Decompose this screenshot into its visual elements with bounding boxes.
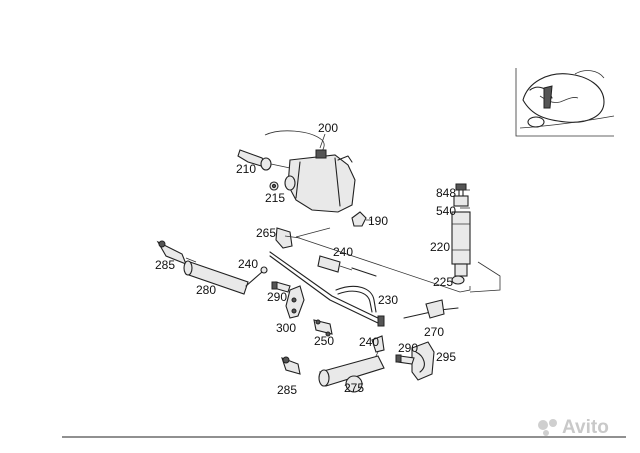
callout-285-upper: 285 xyxy=(155,258,175,272)
callout-230: 230 xyxy=(378,293,398,307)
callout-240-left: 240 xyxy=(238,257,258,271)
clip-270 xyxy=(403,299,459,319)
headlamp-washer-cylinder-lower xyxy=(318,355,385,393)
bracket-295 xyxy=(411,341,435,381)
callout-540: 540 xyxy=(436,204,456,218)
callout-240-lower: 240 xyxy=(359,335,379,349)
watermark-dot-icon xyxy=(543,430,549,436)
callout-295: 295 xyxy=(436,350,456,364)
callout-848: 848 xyxy=(436,186,456,200)
callout-215: 215 xyxy=(265,191,285,205)
leader-200 xyxy=(319,133,326,149)
callout-285-lower: 285 xyxy=(277,383,297,397)
reservoir-cap xyxy=(351,211,372,227)
callout-275: 275 xyxy=(344,381,364,395)
headlamp-washer-cylinder-right xyxy=(451,183,471,285)
watermark-dot-icon xyxy=(549,419,557,427)
grommet xyxy=(269,181,279,191)
bolt-290-left xyxy=(271,281,291,293)
watermark: Avito xyxy=(538,417,609,438)
callout-250: 250 xyxy=(314,334,334,348)
callout-290-right: 290 xyxy=(398,341,418,355)
washer-reservoir xyxy=(264,130,356,213)
inset-locator-view xyxy=(515,68,615,137)
callout-265: 265 xyxy=(256,226,276,240)
watermark-text: Avito xyxy=(562,417,609,438)
leaders-right xyxy=(460,189,470,209)
washer-pump xyxy=(237,149,291,171)
bracket-300 xyxy=(285,285,305,319)
callout-210: 210 xyxy=(236,162,256,176)
headlamp-washer-cylinder-left xyxy=(183,260,268,295)
callout-280: 280 xyxy=(196,283,216,297)
plane-outline xyxy=(295,227,501,293)
connector-240-upper xyxy=(317,255,377,277)
callout-300: 300 xyxy=(276,321,296,335)
callout-290-left: 290 xyxy=(267,290,287,304)
callout-200: 200 xyxy=(318,121,338,135)
callout-190: 190 xyxy=(368,214,388,228)
callout-270: 270 xyxy=(424,325,444,339)
t-connector-250 xyxy=(313,319,333,337)
nozzle-285-lower xyxy=(281,356,301,375)
bolt-290-right xyxy=(395,354,415,365)
callout-220: 220 xyxy=(430,240,450,254)
watermark-dot-icon xyxy=(538,420,548,430)
connector-265 xyxy=(275,227,301,249)
washer-hose xyxy=(269,251,385,327)
callout-240-upper: 240 xyxy=(333,245,353,259)
callout-labels: 200 210 215 190 265 240 240 240 285 285 … xyxy=(155,121,456,397)
callout-225: 225 xyxy=(433,275,453,289)
